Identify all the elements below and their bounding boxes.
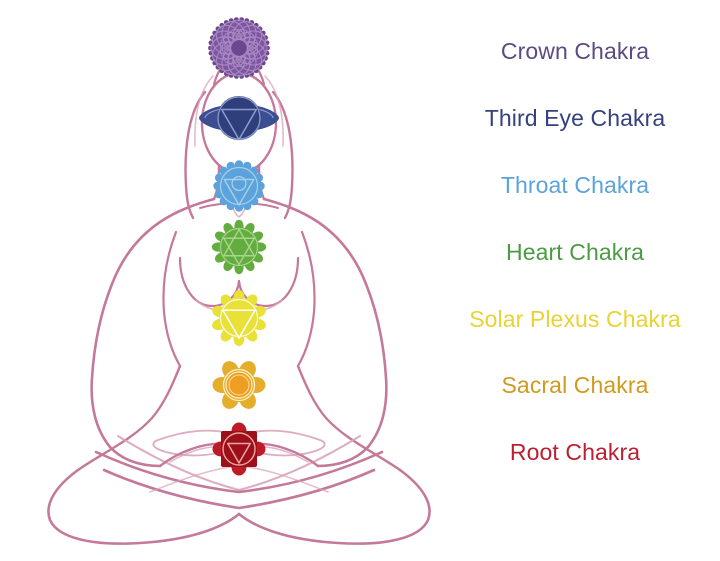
chakra-label-solar-plexus-text: Solar Plexus Chakra	[469, 306, 681, 332]
chakra-symbol-throat	[213, 160, 265, 212]
chakra-symbol-heart	[211, 219, 267, 275]
chakra-symbol-solar-plexus	[212, 290, 266, 346]
chakra-label-third-eye-text: Third Eye Chakra	[484, 105, 666, 131]
chakra-label-throat-text: Throat Chakra	[500, 172, 650, 198]
chakra-symbol-third-eye	[199, 96, 279, 141]
chakra-label-solar-plexus: Solar Plexus Chakra	[430, 308, 720, 331]
chakra-label-root-text: Root Chakra	[509, 439, 641, 465]
chakra-symbol-crown	[208, 17, 270, 79]
chakra-symbol-sacral	[212, 361, 266, 409]
chakra-symbol-root	[212, 422, 266, 476]
chakra-label-sacral-text: Sacral Chakra	[501, 372, 649, 398]
chakra-label-heart-text: Heart Chakra	[506, 239, 644, 265]
chakra-label-root: Root Chakra	[430, 441, 720, 464]
chakra-label-heart: Heart Chakra	[430, 241, 720, 264]
chakra-symbols-group	[199, 17, 279, 476]
chakra-label-throat: Throat Chakra	[430, 174, 720, 197]
chakra-label-crown-text: Crown Chakra	[500, 38, 650, 64]
chakra-label-sacral: Sacral Chakra	[430, 374, 720, 397]
chakra-label-list: Crown Chakra Third Eye Chakra Throat Cha…	[430, 0, 720, 561]
chakra-label-third-eye: Third Eye Chakra	[430, 107, 720, 130]
chakra-label-crown: Crown Chakra	[430, 40, 720, 63]
